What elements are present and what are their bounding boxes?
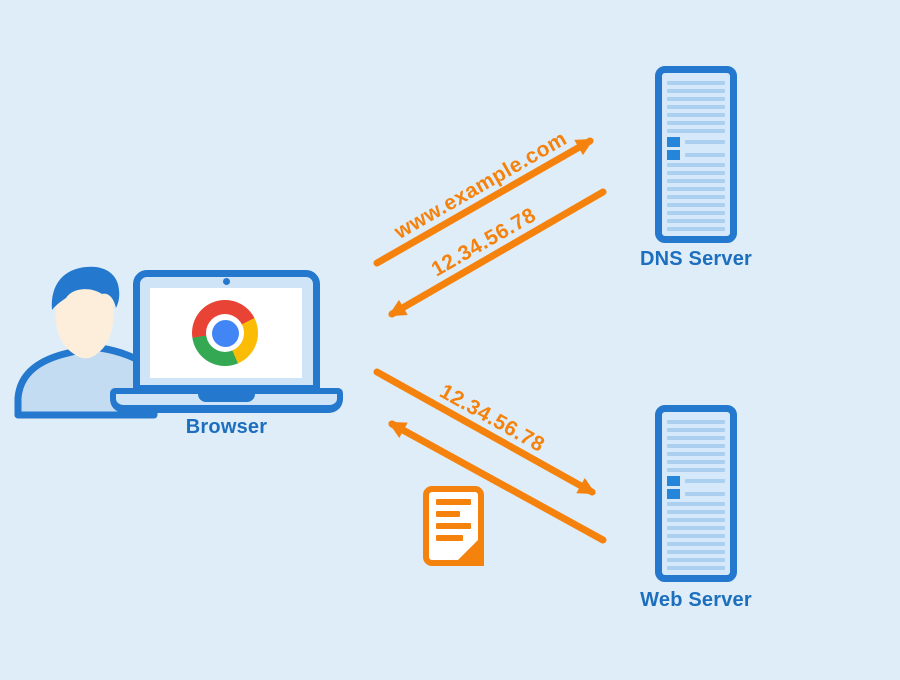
arrow-web-request	[373, 368, 596, 496]
arrow-label-dns-request: www.example.com	[390, 127, 571, 244]
chrome-logo-icon	[192, 300, 258, 366]
laptop-screen	[150, 288, 302, 378]
arrow-label-dns-response: 12.34.56.78	[428, 203, 540, 281]
document-fold-corner	[457, 539, 479, 561]
person-icon	[14, 266, 158, 419]
dns-server-label: DNS Server	[639, 248, 753, 270]
laptop-base	[110, 388, 343, 413]
person-face	[55, 279, 114, 359]
document-text-line	[436, 499, 471, 505]
document-icon	[423, 486, 484, 566]
arrow-label-web-request: 12.34.56.78	[436, 380, 549, 457]
arrow-dns-request	[373, 137, 594, 267]
arrow-dns-response	[388, 188, 607, 318]
laptop-notch	[198, 394, 255, 402]
webcam-dot-icon	[223, 278, 230, 285]
document-text-line	[436, 523, 471, 529]
person-hair	[51, 266, 120, 310]
document-text-line	[436, 511, 460, 517]
laptop-icon	[133, 270, 320, 392]
web-server-label: Web Server	[640, 589, 752, 611]
browser-label: Browser	[185, 416, 268, 438]
dns-server-icon	[655, 66, 737, 243]
web-server-icon	[655, 405, 737, 582]
